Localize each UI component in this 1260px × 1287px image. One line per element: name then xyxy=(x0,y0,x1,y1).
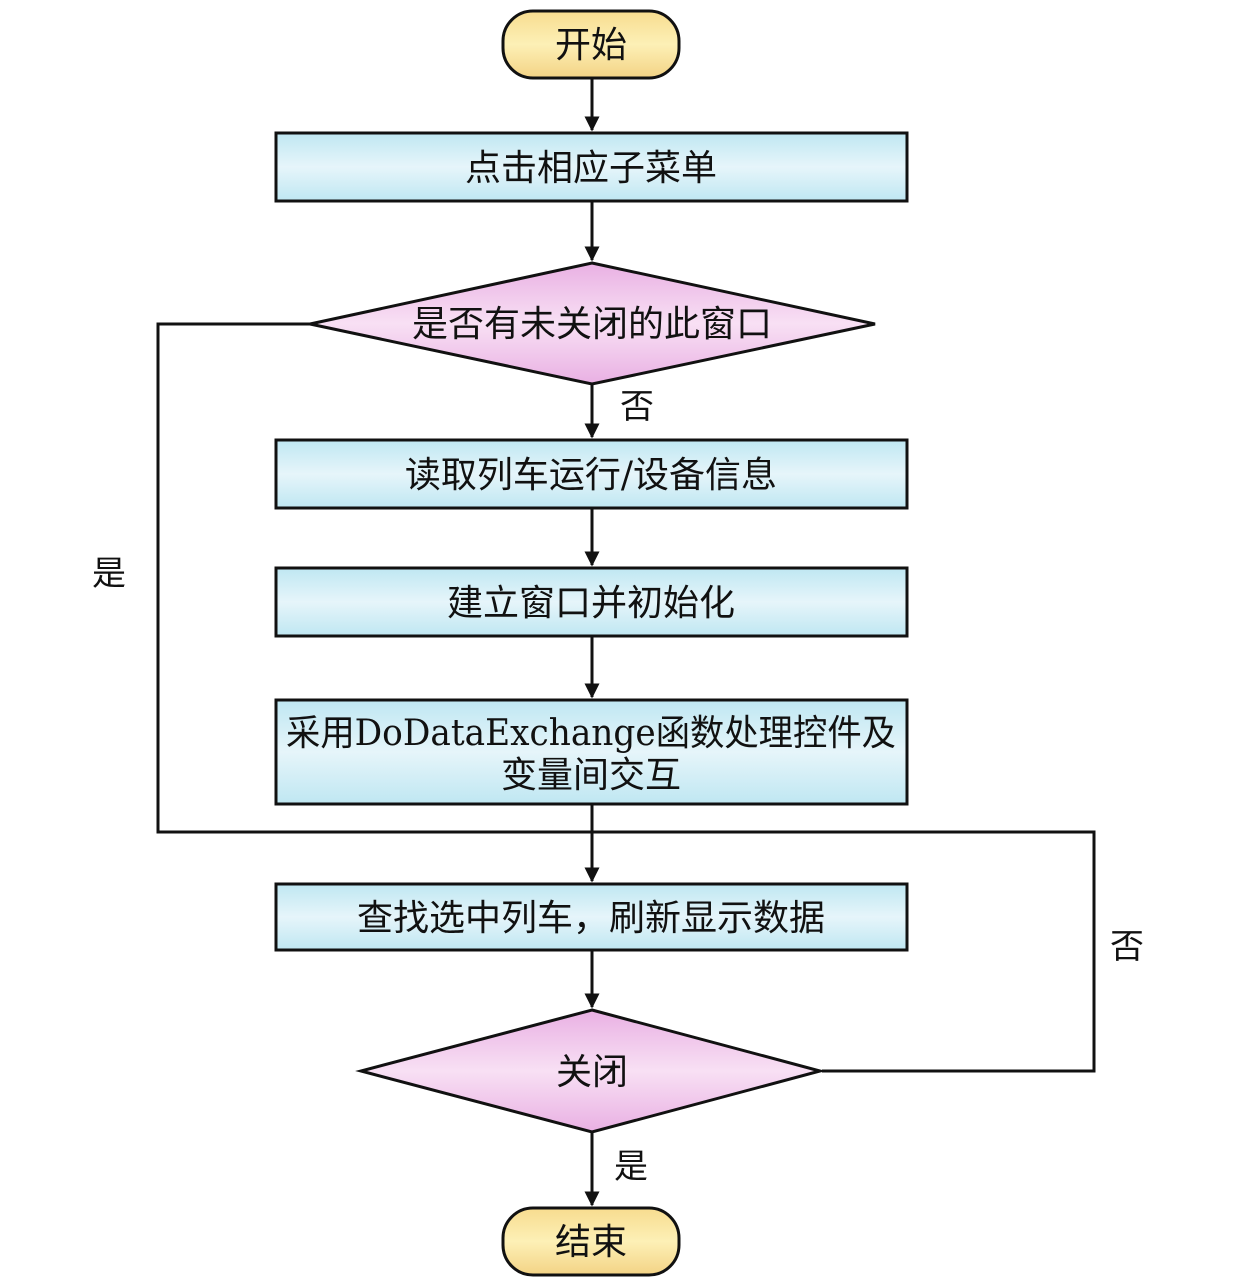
dde-label-line1: 采用DoDataExchange函数处理控件及 xyxy=(286,713,896,754)
click-submenu-label: 点击相应子菜单 xyxy=(465,148,717,189)
process-read-info: 读取列车运行/设备信息 xyxy=(274,438,909,510)
find-refresh-label: 查找选中列车，刷新显示数据 xyxy=(357,898,825,939)
dde-label-line2: 变量间交互 xyxy=(501,755,681,796)
read-info-label: 读取列车运行/设备信息 xyxy=(405,455,777,496)
edge-label-yes-left: 是 xyxy=(92,554,126,594)
check-open-window-label: 是否有未关闭的此窗口 xyxy=(412,304,772,345)
edge-close-no-loop xyxy=(592,830,1096,1073)
end-node: 结束 xyxy=(501,1206,681,1277)
start-label: 开始 xyxy=(555,25,627,66)
start-node: 开始 xyxy=(501,9,681,80)
edge-check-yes-loop xyxy=(156,322,592,834)
process-find-refresh: 查找选中列车，刷新显示数据 xyxy=(274,882,909,952)
close-check-label: 关闭 xyxy=(556,1052,628,1093)
process-click-submenu: 点击相应子菜单 xyxy=(274,131,909,203)
create-window-label: 建立窗口并初始化 xyxy=(447,583,735,624)
edge-label-no-1: 否 xyxy=(620,387,654,427)
process-create-window: 建立窗口并初始化 xyxy=(274,566,909,638)
decision-close: 关闭 xyxy=(355,1008,826,1134)
end-label: 结束 xyxy=(555,1222,627,1263)
process-dde: 采用DoDataExchange函数处理控件及 变量间交互 xyxy=(274,698,909,806)
decision-open-window: 是否有未关闭的此窗口 xyxy=(309,261,876,386)
edge-label-yes-end: 是 xyxy=(614,1147,648,1187)
edge-label-no-right: 否 xyxy=(1110,927,1144,967)
